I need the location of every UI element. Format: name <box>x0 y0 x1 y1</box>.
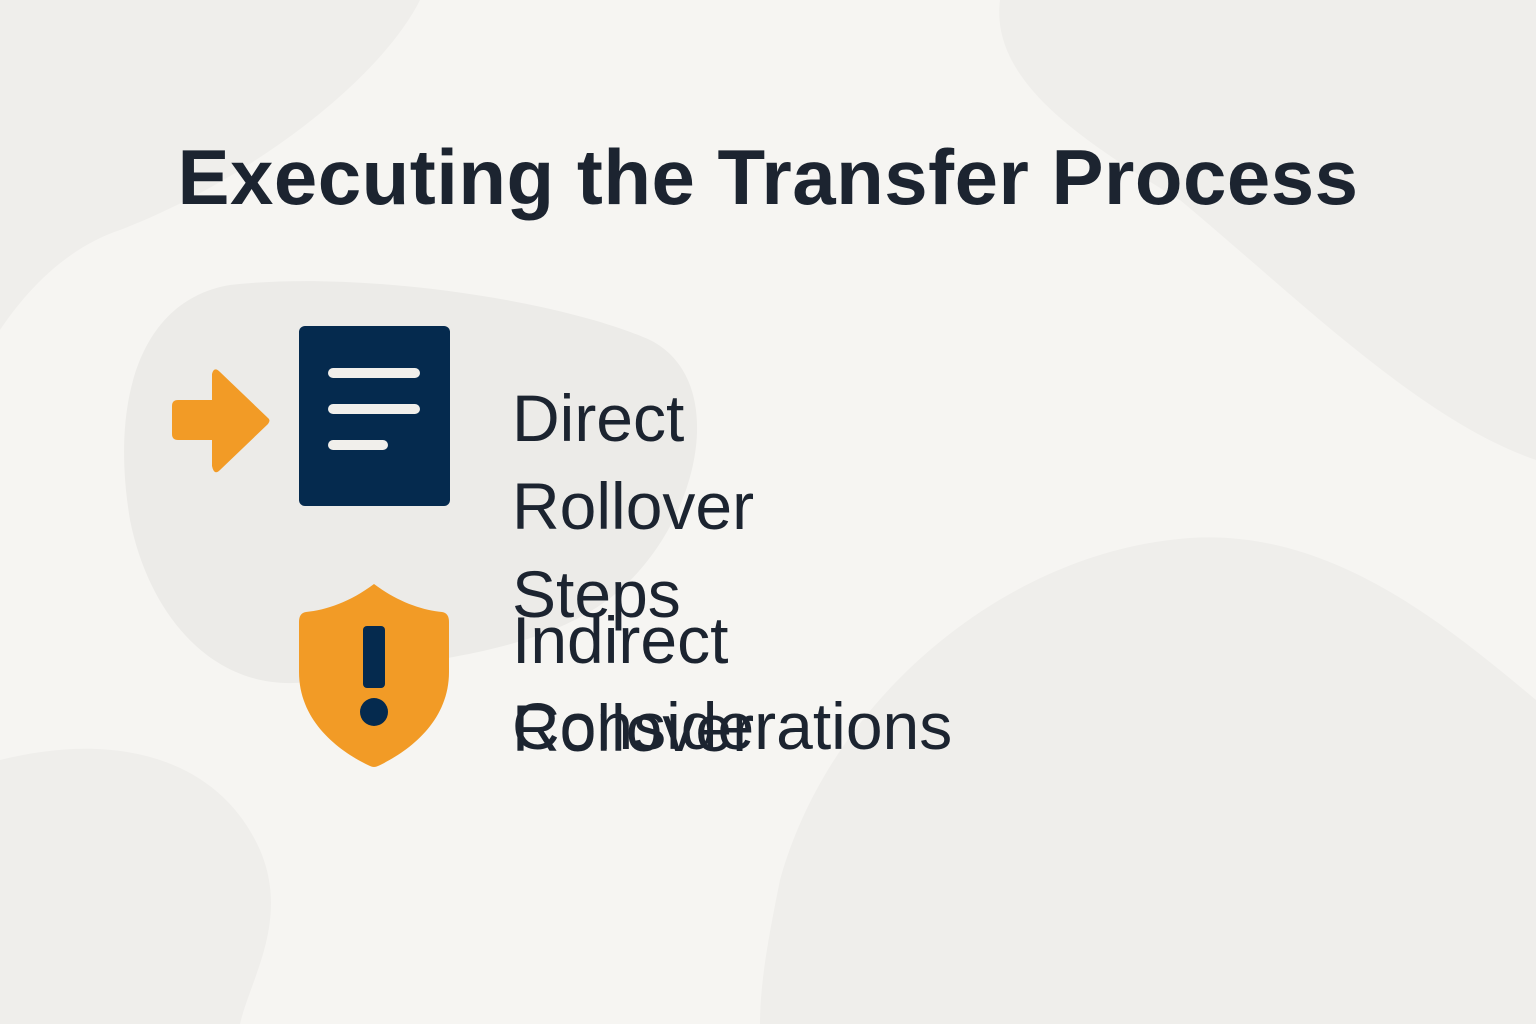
warning-shield-icon <box>299 584 449 767</box>
item-label-indirect-rollover-line2: Considerations <box>512 689 953 763</box>
arrow-right-icon <box>172 369 270 473</box>
page-title: Executing the Transfer Process <box>177 133 1359 221</box>
document-icon <box>299 326 450 506</box>
item-label-direct-rollover: Direct Rollover Steps <box>512 381 755 631</box>
item-label-indirect-rollover-line1: Indirect Rollover <box>512 603 755 765</box>
